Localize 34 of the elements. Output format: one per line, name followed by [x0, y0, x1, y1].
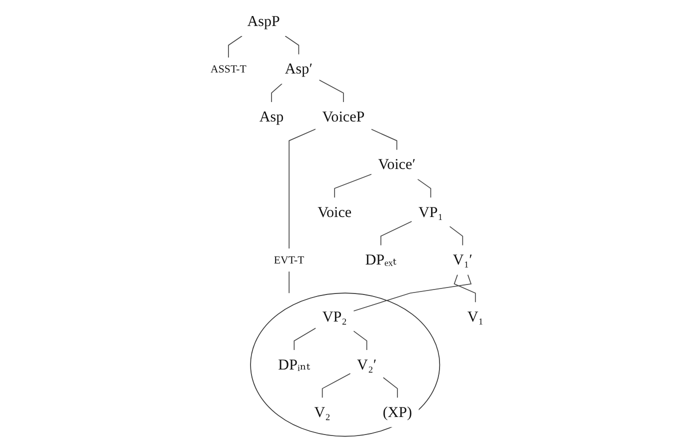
- connector: [334, 174, 372, 198]
- node-text: Asp: [259, 108, 284, 125]
- node-text: ASST-T: [210, 62, 246, 76]
- node-text: VP₂: [322, 308, 347, 325]
- connector: [322, 373, 351, 398]
- node-text: VoiceP: [322, 108, 365, 125]
- node-text: Voice: [318, 203, 352, 220]
- node-text: EVT-T: [274, 254, 304, 266]
- node-text: V₂: [314, 404, 330, 420]
- connector: [294, 328, 316, 350]
- node-text: V₁′: [452, 251, 472, 268]
- connector: [353, 330, 368, 350]
- node-text: AspP: [247, 12, 280, 30]
- node-text: V₁: [467, 308, 484, 325]
- connector: [382, 377, 398, 398]
- connector: [228, 36, 242, 58]
- connector: [288, 271, 290, 294]
- connector: [288, 128, 316, 249]
- cluster: [250, 292, 440, 437]
- connector: [417, 178, 432, 198]
- connector: [370, 128, 398, 150]
- node-text: DPₑₓₜ: [365, 251, 396, 268]
- connector: [271, 83, 282, 103]
- node-text: V₂′: [357, 356, 377, 373]
- connector: [380, 220, 412, 246]
- connector: [353, 274, 472, 312]
- connector: [454, 274, 476, 303]
- node-text: VP₁: [418, 203, 444, 220]
- connector: [284, 36, 300, 55]
- connector: [318, 80, 344, 103]
- connector: [449, 226, 464, 246]
- node-text: Asp′: [284, 60, 313, 78]
- node-text: DPᵢₙₜ: [278, 356, 310, 373]
- node-text: Voice′: [378, 156, 416, 173]
